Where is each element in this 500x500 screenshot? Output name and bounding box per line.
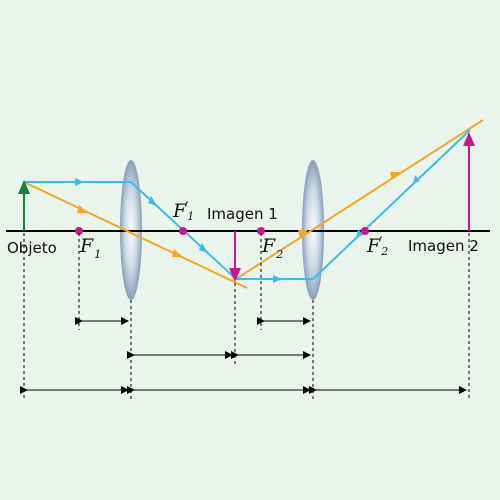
focal-point-f2-dot [257, 227, 265, 235]
dimension-arrows [20, 317, 467, 394]
focal-point-f1-dot [75, 227, 83, 235]
image2-label: Imagen 2 [408, 237, 479, 255]
orange-ray-arrows [77, 172, 400, 257]
focal-point-f1-prime-dot [179, 227, 187, 235]
image1-arrow [229, 231, 241, 282]
focal-label-f1: F1 [80, 235, 102, 261]
focal-label-f2-prime: F′2 [367, 233, 389, 258]
image2-arrow [463, 132, 475, 231]
focal-label-f1-prime: F′1 [173, 198, 195, 223]
object-label: Objeto [7, 239, 57, 257]
reference-lines [23, 233, 470, 400]
blue-ray-arrows [75, 175, 420, 283]
focal-label-f2: F2 [262, 235, 284, 261]
focal-point-f2-prime-dot [361, 227, 369, 235]
orange-rays [23, 119, 484, 289]
image1-label: Imagen 1 [207, 205, 278, 223]
object-arrow [18, 180, 30, 231]
